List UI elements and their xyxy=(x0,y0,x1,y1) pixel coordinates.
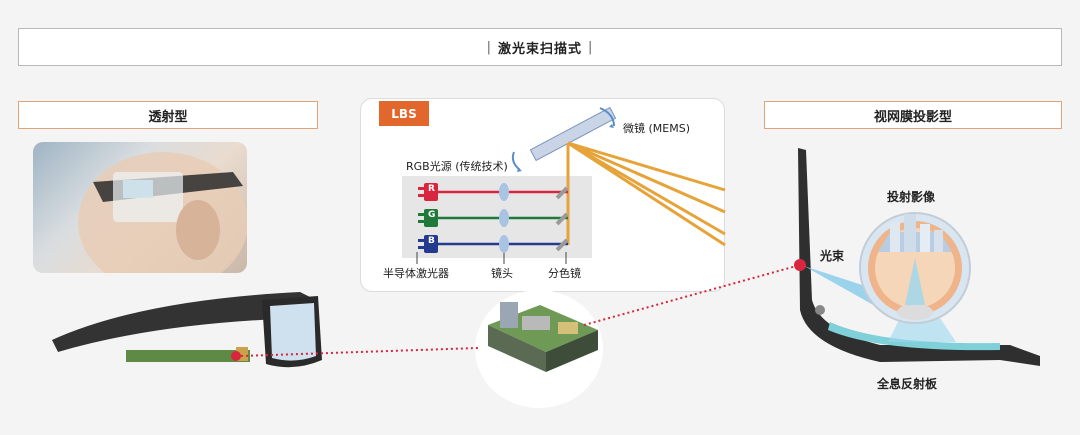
laser-emitter-right-icon xyxy=(794,259,806,271)
retinal-glasses-icon xyxy=(798,148,1040,366)
connector-right-dotted xyxy=(583,264,801,326)
laser-diode-b-icon xyxy=(418,235,438,253)
photo-illustration xyxy=(78,152,247,273)
rgb-source-label: RGB光源 (传统技术) xyxy=(406,160,508,173)
title-divider-right: | xyxy=(588,39,594,55)
dichroic-mirror-label: 分色镜 xyxy=(548,267,581,280)
reflected-beam xyxy=(888,318,956,342)
lens-g-icon xyxy=(499,209,509,227)
projected-image-label: 投射影像 xyxy=(887,190,936,204)
lbs-tag: LBS xyxy=(379,101,429,126)
mems-mirror-icon xyxy=(511,106,617,172)
laser-diode-g-icon xyxy=(418,209,438,227)
dichroic-mirror-icons xyxy=(555,186,569,252)
light-beam-label: 光束 xyxy=(820,249,845,263)
lens-label: 镜头 xyxy=(491,267,513,280)
retinal-projection-label: 视网膜投影型 xyxy=(764,101,1062,129)
laser-b-letter: B xyxy=(428,236,435,246)
lens-r-icon xyxy=(499,183,509,201)
title-bar: | 激光束扫描式 | xyxy=(18,28,1062,66)
lens-b-icon xyxy=(499,235,509,253)
title-divider-left: | xyxy=(486,39,492,55)
semiconductor-laser-label: 半导体激光器 xyxy=(383,267,449,280)
person-with-glasses-photo xyxy=(33,142,247,273)
transmissive-glasses-icon xyxy=(52,292,322,368)
page-title: 激光束扫描式 xyxy=(497,41,582,57)
scan-beams xyxy=(566,141,726,247)
mems-mirror-label: 微镜 (MEMS) xyxy=(623,122,690,135)
laser-diode-r-icon xyxy=(418,183,438,201)
laser-g-letter: G xyxy=(428,210,436,220)
eye-icon xyxy=(859,212,971,324)
holographic-reflector-label: 全息反射板 xyxy=(877,377,938,391)
laser-r-letter: R xyxy=(428,184,435,194)
lbs-chip-module-icon xyxy=(488,302,598,372)
callout-pointer xyxy=(527,291,551,304)
laser-emitter-left-icon xyxy=(231,351,241,361)
transmissive-label: 透射型 xyxy=(18,101,318,129)
